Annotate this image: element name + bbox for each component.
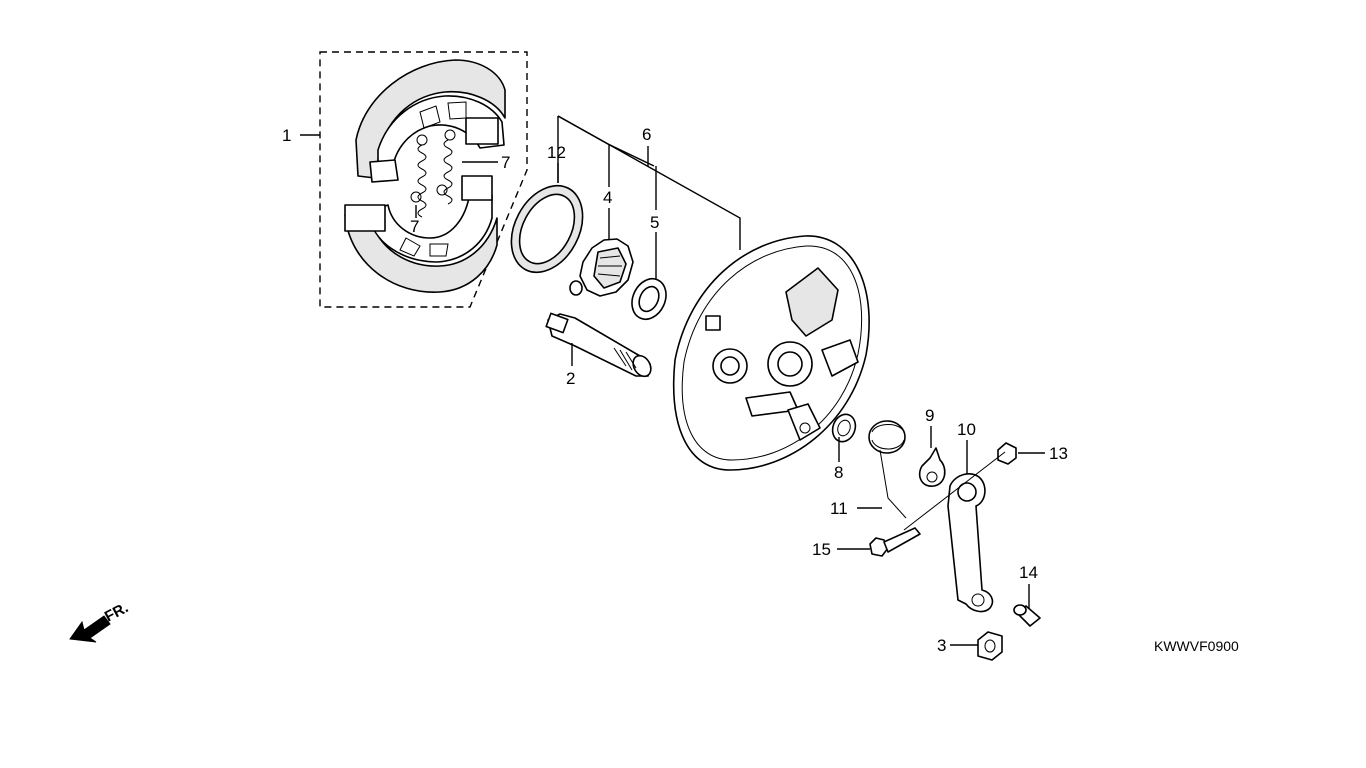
callout-12: 12 <box>547 143 566 162</box>
callout-3: 3 <box>937 636 946 655</box>
joint-pin-14 <box>1013 604 1041 627</box>
diagram-code: KWWVF0900 <box>1154 638 1239 654</box>
callout-5: 5 <box>650 213 659 232</box>
indicator-washer <box>631 278 667 320</box>
callout-7-upper: 7 <box>501 153 510 172</box>
brake-panel <box>672 235 870 471</box>
callout-13: 13 <box>1049 444 1068 463</box>
brake-shoe-set-box <box>319 51 528 308</box>
upper-brake-shoe <box>355 59 506 183</box>
return-spring-11 <box>868 420 907 519</box>
callout-labels: 1 7 7 12 4 6 5 2 8 9 10 11 13 14 15 3 <box>282 125 1068 655</box>
nut-13 <box>997 442 1017 465</box>
callout-7-lower: 7 <box>410 217 419 236</box>
callout-2: 2 <box>566 369 575 388</box>
dust-seal <box>510 184 584 274</box>
callout-4: 4 <box>603 188 612 207</box>
lower-brake-shoe <box>344 175 498 293</box>
leader-lines <box>300 115 1045 646</box>
brake-cam-shaft <box>545 312 652 378</box>
callout-8: 8 <box>834 463 843 482</box>
callout-11: 11 <box>830 499 848 518</box>
callout-15: 15 <box>812 540 831 559</box>
oil-seal-8 <box>831 413 857 443</box>
wear-indicator-plate-9 <box>918 447 946 487</box>
callout-14: 14 <box>1019 563 1038 582</box>
nut-3 <box>977 631 1003 661</box>
brake-arm-10 <box>947 473 994 613</box>
shoe-spring-left <box>410 134 428 218</box>
callout-9: 9 <box>925 406 934 425</box>
callout-6: 6 <box>642 125 651 144</box>
front-direction-arrow: FR. <box>69 599 131 643</box>
callout-10: 10 <box>957 420 976 439</box>
indicator-gear <box>569 238 634 297</box>
callout-1: 1 <box>282 126 291 145</box>
shoe-spring-right <box>436 129 456 205</box>
bolt-15 <box>869 527 921 557</box>
